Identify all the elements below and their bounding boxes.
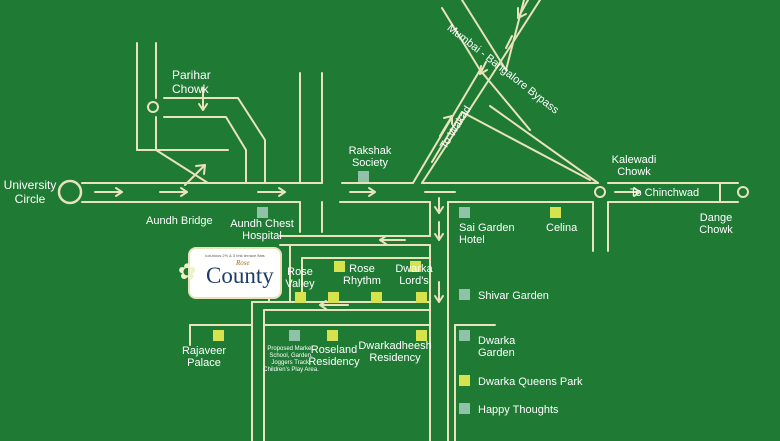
label-happy-thoughts: Happy Thoughts	[478, 404, 559, 416]
label-rajaveer-palace: Rajaveer Palace	[181, 345, 227, 369]
marker-rakshak-society	[358, 171, 369, 182]
marker-proposed-amenities	[289, 330, 300, 341]
label-aundh-chest-hospital: Aundh Chest Hospital	[230, 218, 294, 242]
logo-tagline: luxurious 2½ & 3 bhk terrace flats	[205, 253, 265, 258]
label-rose-rhythm: Rose Rhythm	[343, 263, 381, 287]
marker-dwarka-lords-2	[416, 292, 427, 303]
marker-rose-valley-3	[371, 292, 382, 303]
marker-celina	[550, 207, 561, 218]
logo-county: County	[206, 263, 274, 288]
label-dwarka-queens-park: Dwarka Queens Park	[478, 376, 583, 388]
label-dwarkadheesh-residency: Dwarkadheesh Residency	[358, 340, 432, 364]
label-dange-chowk: Dange Chowk	[699, 212, 733, 236]
dange-chowk-roundabout	[737, 186, 749, 198]
marker-dwarkadheesh-residency	[416, 330, 427, 341]
label-roseland-residency: Roseland Residency	[308, 344, 360, 368]
label-dwarka-garden: Dwarka Garden	[478, 335, 516, 359]
flower-icon: ✿	[178, 259, 197, 284]
rose-county-logo: ✿ luxurious 2½ & 3 bhk terrace flats Ros…	[178, 249, 280, 297]
label-kalewadi-chowk: Kalewadi Chowk	[611, 154, 657, 178]
label-dwarka-lords: Dwarka Lord's	[395, 263, 433, 287]
parihar-chowk-roundabout	[147, 101, 159, 113]
university-circle-roundabout	[57, 179, 83, 205]
marker-dwarka-garden	[459, 330, 470, 341]
kalewadi-chowk-roundabout	[594, 186, 606, 198]
logo-rose: Rose	[236, 259, 250, 267]
label-university-circle: University Circle	[3, 178, 57, 206]
marker-sai-garden-hotel	[459, 207, 470, 218]
marker-rose-valley-1	[295, 292, 306, 303]
label-rakshak-society: Rakshak Society	[348, 145, 392, 169]
marker-dwarka-lords	[410, 261, 421, 272]
marker-aundh-chest-hospital	[257, 207, 268, 218]
label-to-chinchwad: To Chinchwad	[630, 187, 700, 199]
marker-shivar-garden	[459, 289, 470, 300]
label-parihar-chowk: Parihar Chowk	[172, 68, 211, 96]
label-rose-valley: Rose Valley	[285, 266, 315, 290]
marker-roseland-residency	[327, 330, 338, 341]
marker-rajaveer-palace	[213, 330, 224, 341]
marker-rose-valley-2	[328, 292, 339, 303]
label-shivar-garden: Shivar Garden	[478, 290, 549, 302]
label-sai-garden-hotel: Sai Garden Hotel	[459, 222, 515, 246]
marker-happy-thoughts	[459, 403, 470, 414]
label-proposed-amenities: Proposed Market, School, Garden, Joggers…	[263, 346, 319, 373]
marker-rose-rhythm	[334, 261, 345, 272]
label-aundh-bridge: Aundh Bridge	[146, 215, 213, 227]
marker-dwarka-queens-park	[459, 375, 470, 386]
label-celina: Celina	[546, 222, 578, 234]
